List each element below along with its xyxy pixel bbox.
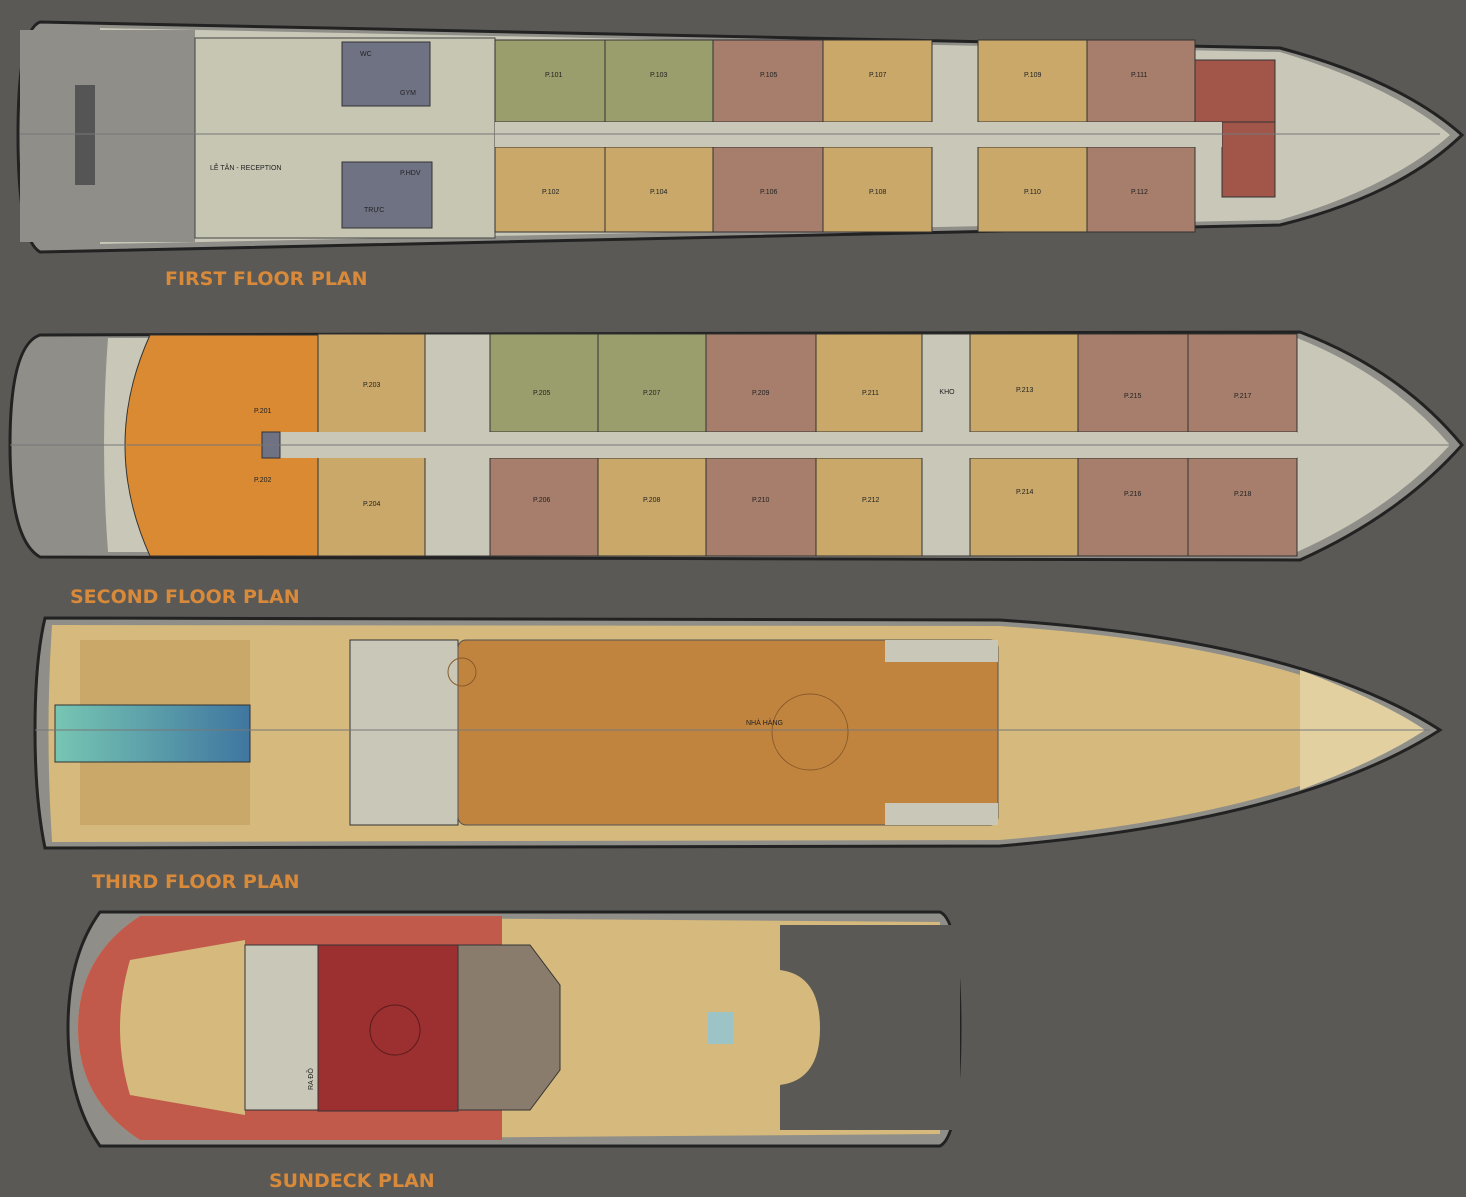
room-213 xyxy=(969,333,1079,433)
room-label: P.212 xyxy=(862,497,879,504)
room-217 xyxy=(1187,333,1298,433)
room-label: P.210 xyxy=(752,497,769,504)
room-label: P.111 xyxy=(1131,72,1147,79)
room-216 xyxy=(1077,457,1189,557)
dance-floor xyxy=(771,693,849,771)
restaurant-area xyxy=(457,639,999,826)
room-207 xyxy=(597,333,707,433)
room-label: P.204 xyxy=(363,501,380,508)
room-112 xyxy=(1086,146,1196,233)
room-label: P.214 xyxy=(1016,489,1033,496)
crew-room-bottom xyxy=(1221,121,1276,198)
restaurant-stairs-bottom xyxy=(885,803,998,825)
room-218 xyxy=(1187,457,1298,557)
room-label: P.207 xyxy=(643,390,660,397)
room-108 xyxy=(822,146,933,233)
jacuzzi xyxy=(708,1012,733,1044)
room-label: P.110 xyxy=(1024,189,1041,196)
swimming-pool xyxy=(54,704,251,763)
room-210 xyxy=(705,457,817,557)
room-212 xyxy=(815,457,923,557)
restaurant-stairs-top xyxy=(885,640,998,662)
room-104 xyxy=(604,146,714,233)
room-214 xyxy=(969,457,1079,557)
sundeck-bar xyxy=(317,944,459,1112)
sundeck-title: SUNDECK PLAN xyxy=(269,1170,435,1192)
restaurant-label: NHÀ HÀNG xyxy=(746,718,783,727)
third-floor-plan: NHÀ HÀNG THIRD FLOOR PLAN xyxy=(33,616,1443,893)
gym-label: GYM xyxy=(400,90,416,97)
room-label: P.103 xyxy=(650,72,667,79)
room-label: P.109 xyxy=(1024,72,1041,79)
reception-label: LỄ TÂN - RECEPTION xyxy=(210,163,281,172)
crew-room-top xyxy=(1194,59,1276,123)
room-106 xyxy=(712,146,824,233)
duty-room xyxy=(341,161,433,229)
room-208 xyxy=(597,457,707,557)
room-111 xyxy=(1086,39,1196,123)
room-label: P.209 xyxy=(752,390,769,397)
room-label: P.205 xyxy=(533,390,550,397)
room-209 xyxy=(705,333,817,433)
room-215 xyxy=(1077,333,1189,433)
room-101 xyxy=(494,39,606,123)
gym-room xyxy=(341,41,431,107)
room-110 xyxy=(977,146,1088,233)
room-label: P.105 xyxy=(760,72,777,79)
guide-room-label: P.HDV xyxy=(400,170,421,177)
storage-label: KHO xyxy=(939,389,955,396)
room-label: P.216 xyxy=(1124,491,1141,498)
room-105 xyxy=(712,39,824,123)
second-floor-title: SECOND FLOOR PLAN xyxy=(70,586,300,608)
room-label: P.215 xyxy=(1124,393,1141,400)
room-206 xyxy=(489,457,599,557)
wc-label: WC xyxy=(360,51,372,58)
third-floor-title: THIRD FLOOR PLAN xyxy=(92,871,300,893)
room-label: P.104 xyxy=(650,189,667,196)
round-table xyxy=(447,657,477,687)
bar-center-table xyxy=(369,1004,421,1056)
room-label: P.108 xyxy=(869,189,886,196)
second-floor-plan: KHO P.201 P.203 P.205 P.207 P.209 P.211 … xyxy=(8,330,1464,608)
duty-room-label: TRỰC xyxy=(364,207,384,214)
exit-label: RA ĐỒ xyxy=(305,1068,315,1090)
sundeck-open-void xyxy=(780,925,960,1130)
room-label: P.203 xyxy=(363,382,380,389)
room-205 xyxy=(489,333,599,433)
sundeck-seating xyxy=(120,940,245,1115)
room-label: P.202 xyxy=(254,477,271,484)
first-floor-title: FIRST FLOOR PLAN xyxy=(165,268,368,290)
room-label: P.206 xyxy=(533,497,550,504)
stair-core xyxy=(349,639,459,826)
sundeck-stair xyxy=(244,944,319,1111)
room-107 xyxy=(822,39,933,123)
room-label: P.112 xyxy=(1131,189,1148,196)
room-103 xyxy=(604,39,714,123)
room-label: P.107 xyxy=(869,72,886,79)
first-floor-plan: LỄ TÂN - RECEPTION GYM WC P.HDV TRỰC P.1… xyxy=(16,20,1465,290)
room-label: P.213 xyxy=(1016,387,1033,394)
wheelhouse xyxy=(457,944,561,1111)
room-label: P.201 xyxy=(254,408,271,415)
sundeck-plan: RA ĐỒ SUNDECK PLAN xyxy=(66,910,962,1192)
room-label: P.106 xyxy=(760,189,777,196)
room-109 xyxy=(977,39,1088,123)
room-211 xyxy=(815,333,923,433)
room-label: P.208 xyxy=(643,497,660,504)
stern-stairs xyxy=(75,85,95,185)
room-label: P.101 xyxy=(545,72,562,79)
room-label: P.211 xyxy=(862,390,879,397)
room-102 xyxy=(494,146,606,233)
stern-area xyxy=(20,30,195,242)
room-label: P.218 xyxy=(1234,491,1251,498)
room-label: P.217 xyxy=(1234,393,1251,400)
room-label: P.102 xyxy=(542,189,559,196)
